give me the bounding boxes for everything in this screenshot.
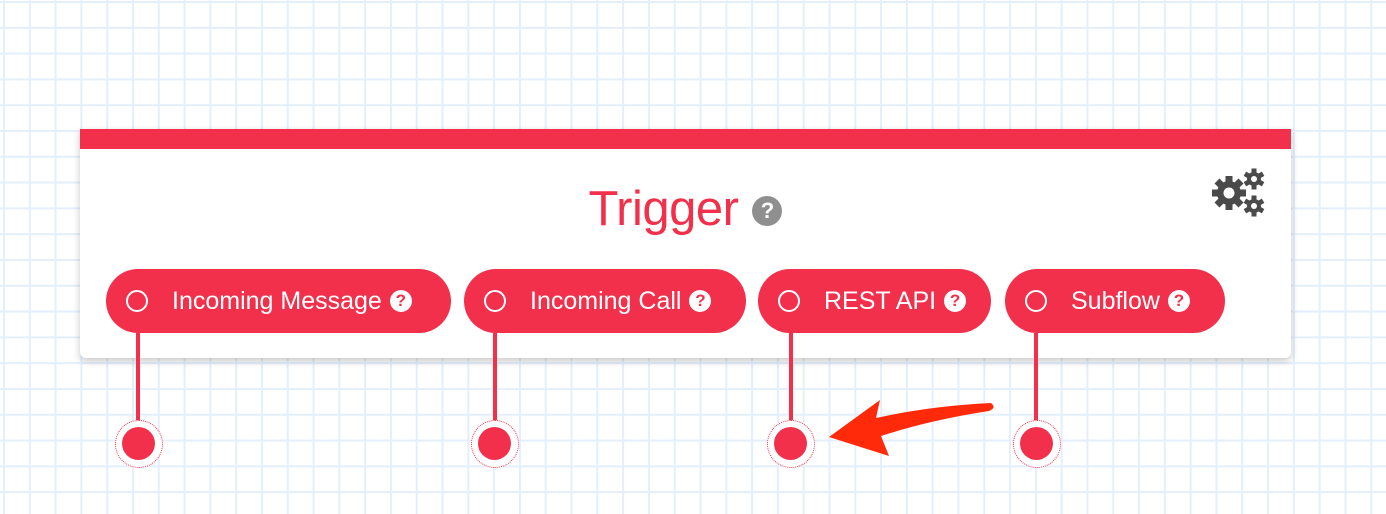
radio-button[interactable] (484, 290, 506, 312)
trigger-option-incoming-call[interactable]: Incoming Call ? (464, 269, 746, 333)
trigger-node[interactable]: Trigger ? (80, 129, 1291, 358)
output-port-incoming-call[interactable] (471, 420, 519, 468)
trigger-label: Incoming Call (530, 287, 682, 315)
connector-line-incoming-message (136, 333, 140, 428)
help-icon[interactable]: ? (689, 290, 712, 312)
node-title: Trigger (588, 182, 739, 236)
connector-line-rest-api (789, 333, 793, 428)
trigger-label: REST API (824, 287, 937, 315)
gears-icon[interactable] (1210, 166, 1268, 218)
node-title-row: Trigger ? (80, 181, 1291, 237)
trigger-label: Subflow (1071, 287, 1160, 315)
trigger-label: Incoming Message (172, 287, 382, 315)
trigger-option-incoming-message[interactable]: Incoming Message ? (106, 269, 451, 333)
trigger-option-rest-api[interactable]: REST API ? (758, 269, 991, 333)
help-icon[interactable]: ? (752, 196, 783, 226)
radio-button[interactable] (126, 290, 148, 312)
help-icon[interactable]: ? (1167, 290, 1190, 312)
output-port-incoming-message[interactable] (115, 420, 163, 468)
connector-line-incoming-call (493, 333, 497, 428)
radio-button[interactable] (778, 290, 800, 312)
radio-button[interactable] (1025, 290, 1047, 312)
annotation-arrow-icon (829, 400, 994, 456)
help-icon[interactable]: ? (944, 290, 967, 312)
help-icon[interactable]: ? (389, 290, 412, 312)
output-port-rest-api[interactable] (767, 420, 815, 468)
connector-line-subflow (1034, 333, 1038, 428)
node-header-bar (80, 129, 1291, 149)
trigger-option-subflow[interactable]: Subflow ? (1005, 269, 1225, 333)
output-port-subflow[interactable] (1013, 420, 1061, 468)
